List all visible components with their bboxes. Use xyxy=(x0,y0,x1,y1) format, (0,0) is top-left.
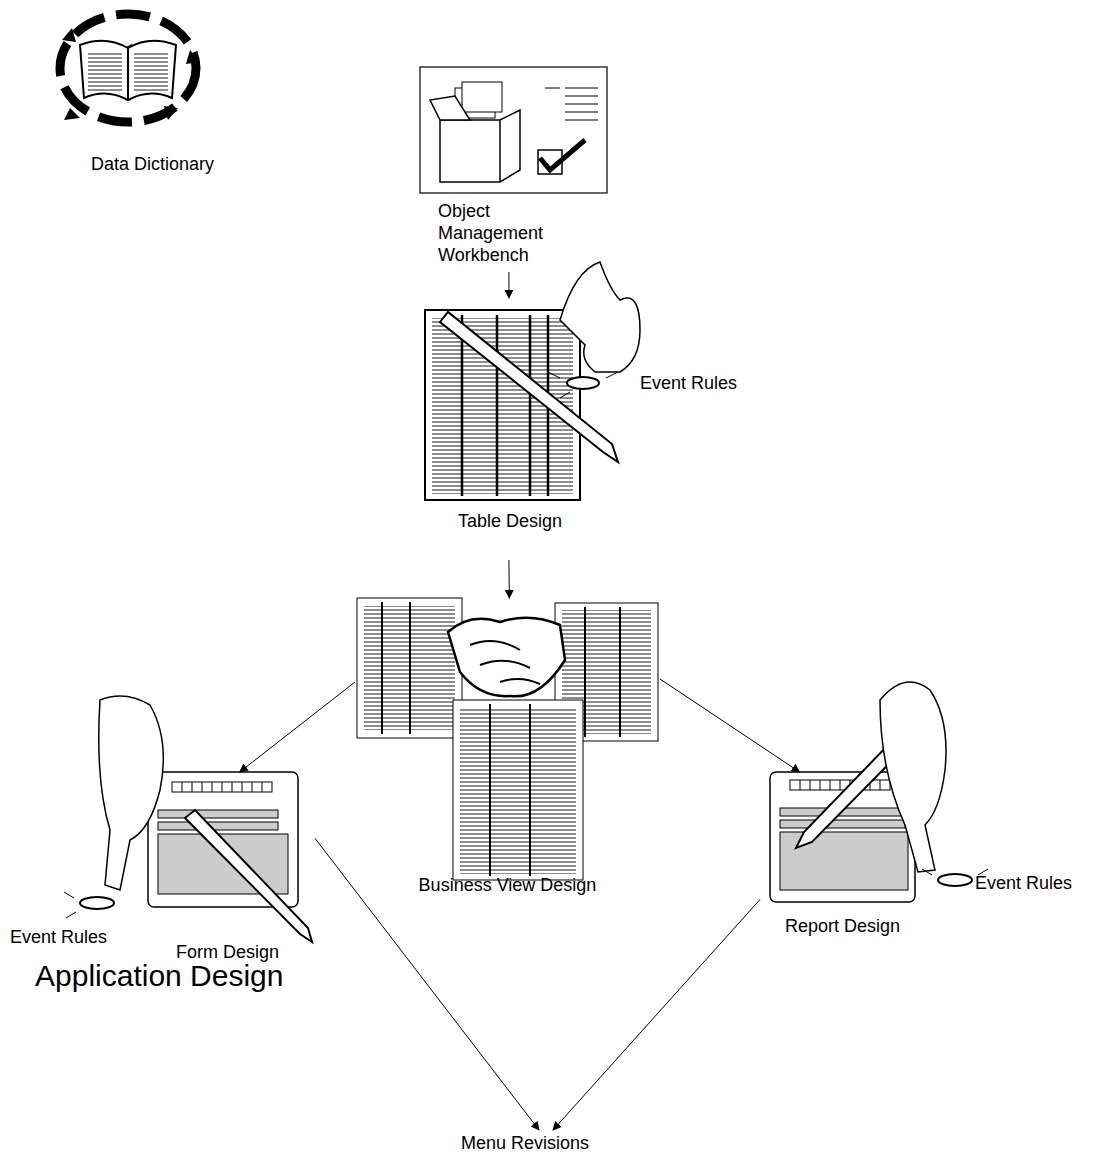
node-label: Report Design xyxy=(760,915,925,937)
node-label: Menu Revisions xyxy=(455,1132,595,1154)
flow-arrow xyxy=(553,900,760,1131)
node-label: Business View Design xyxy=(355,874,660,896)
table-icon xyxy=(425,262,640,500)
event-rules-label: Event Rules xyxy=(10,926,107,948)
flow-arrow xyxy=(508,560,509,598)
event-rules-label: Event Rules xyxy=(975,872,1072,894)
dictionary-icon xyxy=(60,14,200,122)
form-icon xyxy=(64,696,312,942)
menu-node: Menu Revisions xyxy=(455,1130,595,1156)
workbench-node: Object Management Workbench xyxy=(420,67,610,272)
business-view-icon xyxy=(357,598,658,880)
table-node: Table Design xyxy=(420,298,600,560)
node-label: Object Management Workbench xyxy=(438,200,588,266)
flow-arrow xyxy=(508,272,509,298)
flow-arrow xyxy=(240,682,355,772)
node-label: Table Design xyxy=(420,510,600,532)
report-icon xyxy=(770,682,988,902)
form-node: Form Design xyxy=(140,772,315,967)
dictionary-node: Data Dictionary xyxy=(45,5,260,180)
business-view-node: Business View Design xyxy=(355,598,660,898)
workbench-icon xyxy=(420,67,607,193)
section-title: Application Design xyxy=(35,958,283,994)
node-label: Data Dictionary xyxy=(45,153,260,175)
flow-arrow xyxy=(660,679,800,772)
event-rules-label: Event Rules xyxy=(640,372,737,394)
report-node: Report Design xyxy=(760,772,925,942)
